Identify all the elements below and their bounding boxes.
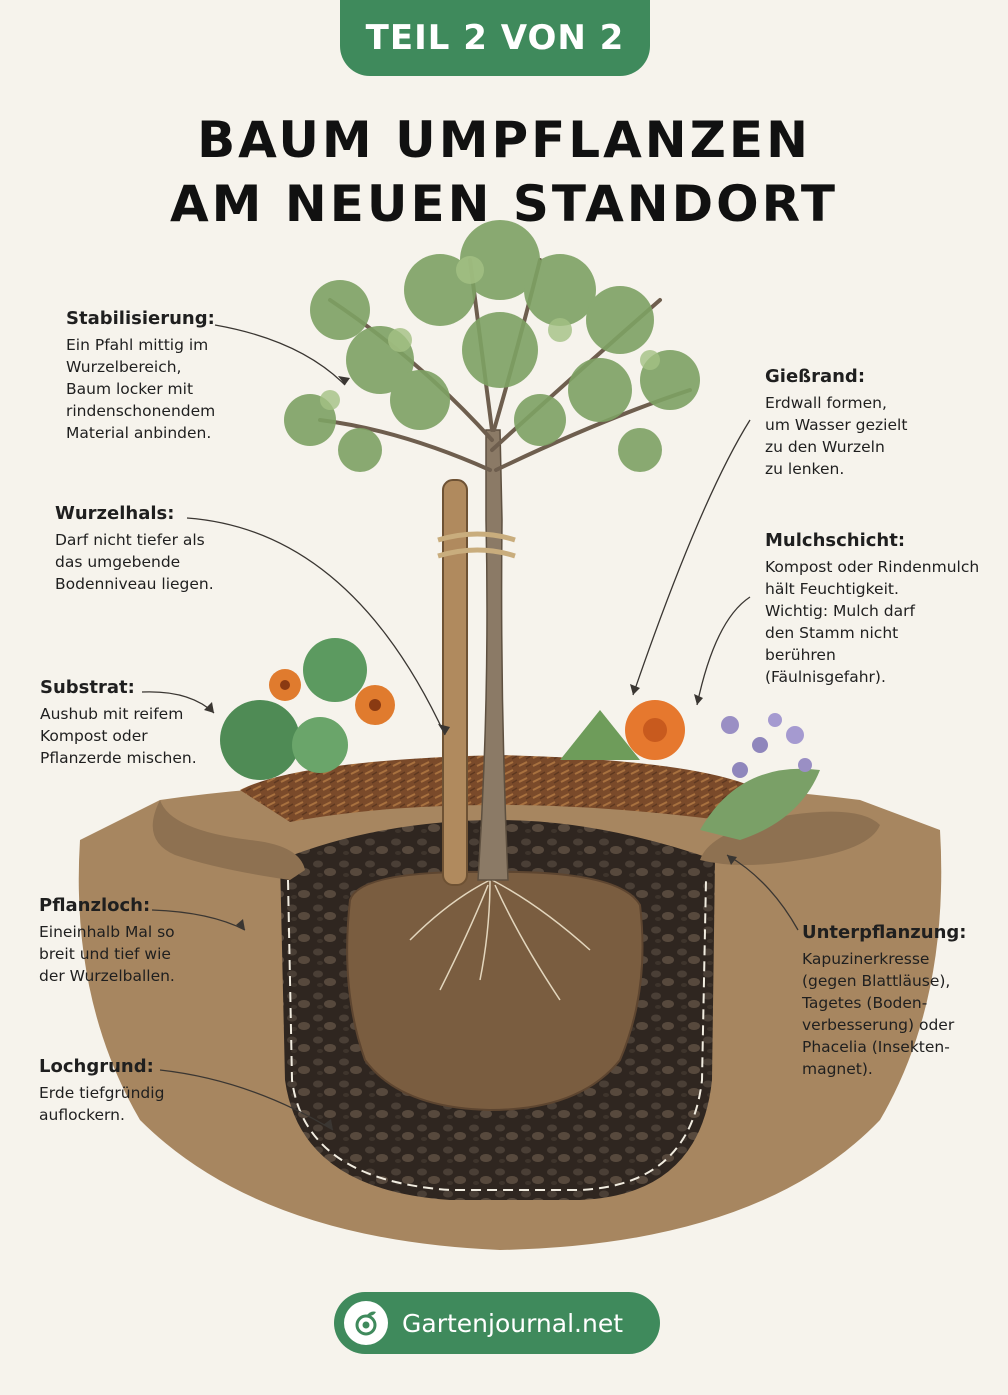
support-stake (442, 479, 468, 886)
page-title: BAUM UMPFLANZEN AM NEUEN STANDORT (0, 108, 1008, 236)
annotation-unterpflanzung-title: Unterpflanzung: (802, 922, 967, 943)
annotation-giessrand-text: Erdwall formen, um Wasser gezielt zu den… (765, 394, 908, 478)
tagetes-plant (560, 700, 685, 760)
annotation-wurzelhals-text: Darf nicht tiefer als das umgebende Bode… (55, 531, 214, 593)
phacelia-plant (700, 713, 820, 840)
root-ball (346, 870, 644, 1112)
snail-leaf-icon (344, 1301, 388, 1345)
annotation-wurzelhals: Wurzelhals: Darf nicht tiefer als das um… (55, 501, 214, 595)
annotation-giessrand: Gießrand: Erdwall formen, um Wasser gezi… (765, 364, 907, 480)
annotation-lochgrund-text: Erde tiefgründig auflockern. (39, 1084, 165, 1124)
annotation-stabilisierung-title: Stabilisierung: (66, 308, 215, 329)
leader-lines (141, 324, 799, 1131)
annotation-mulchschicht-title: Mulchschicht: (765, 530, 906, 551)
page-title-line1: BAUM UMPFLANZEN (197, 111, 811, 169)
stake-ties (437, 531, 516, 559)
annotation-giessrand-title: Gießrand: (765, 366, 866, 387)
part-badge-label: TEIL 2 VON 2 (365, 18, 625, 58)
annotation-lochgrund-title: Lochgrund: (39, 1056, 154, 1077)
annotation-stabilisierung-text: Ein Pfahl mittig im Wurzelbereich, Baum … (66, 336, 216, 442)
tree-trunk (477, 429, 509, 881)
annotation-stabilisierung: Stabilisierung: Ein Pfahl mittig im Wurz… (66, 306, 215, 444)
annotation-substrat: Substrat: Aushub mit reifem Kompost oder… (40, 675, 197, 769)
annotation-pflanzloch-title: Pflanzloch: (39, 895, 151, 916)
annotation-substrat-text: Aushub mit reifem Kompost oder Pflanzerd… (40, 705, 197, 767)
nasturtium-plant (220, 638, 395, 780)
annotation-mulchschicht-text: Kompost oder Rindenmulch hält Feuchtigke… (765, 558, 980, 686)
part-badge: TEIL 2 VON 2 (340, 0, 650, 76)
annotation-pflanzloch-text: Eineinhalb Mal so breit und tief wie der… (39, 923, 175, 985)
annotation-unterpflanzung-text: Kapuzinerkresse (gegen Blattläuse), Tage… (802, 950, 955, 1078)
annotation-unterpflanzung: Unterpflanzung: Kapuzinerkresse (gegen B… (802, 920, 967, 1080)
brand-name[interactable]: Gartenjournal.net (402, 1308, 624, 1338)
annotation-substrat-title: Substrat: (40, 677, 135, 698)
annotation-pflanzloch: Pflanzloch: Eineinhalb Mal so breit und … (39, 893, 175, 987)
leader-arrowheads (204, 376, 737, 1130)
brand-footer[interactable]: Gartenjournal.net (334, 1292, 660, 1354)
watering-ridge-left (152, 800, 305, 880)
annotation-mulchschicht: Mulchschicht: Kompost oder Rindenmulch h… (765, 528, 979, 688)
tree-foliage-highlights (320, 256, 660, 410)
watering-ridge-right (700, 811, 880, 865)
annotation-wurzelhals-title: Wurzelhals: (55, 503, 175, 524)
roots (409, 879, 591, 1001)
annotation-lochgrund: Lochgrund: Erde tiefgründig auflockern. (39, 1054, 164, 1126)
